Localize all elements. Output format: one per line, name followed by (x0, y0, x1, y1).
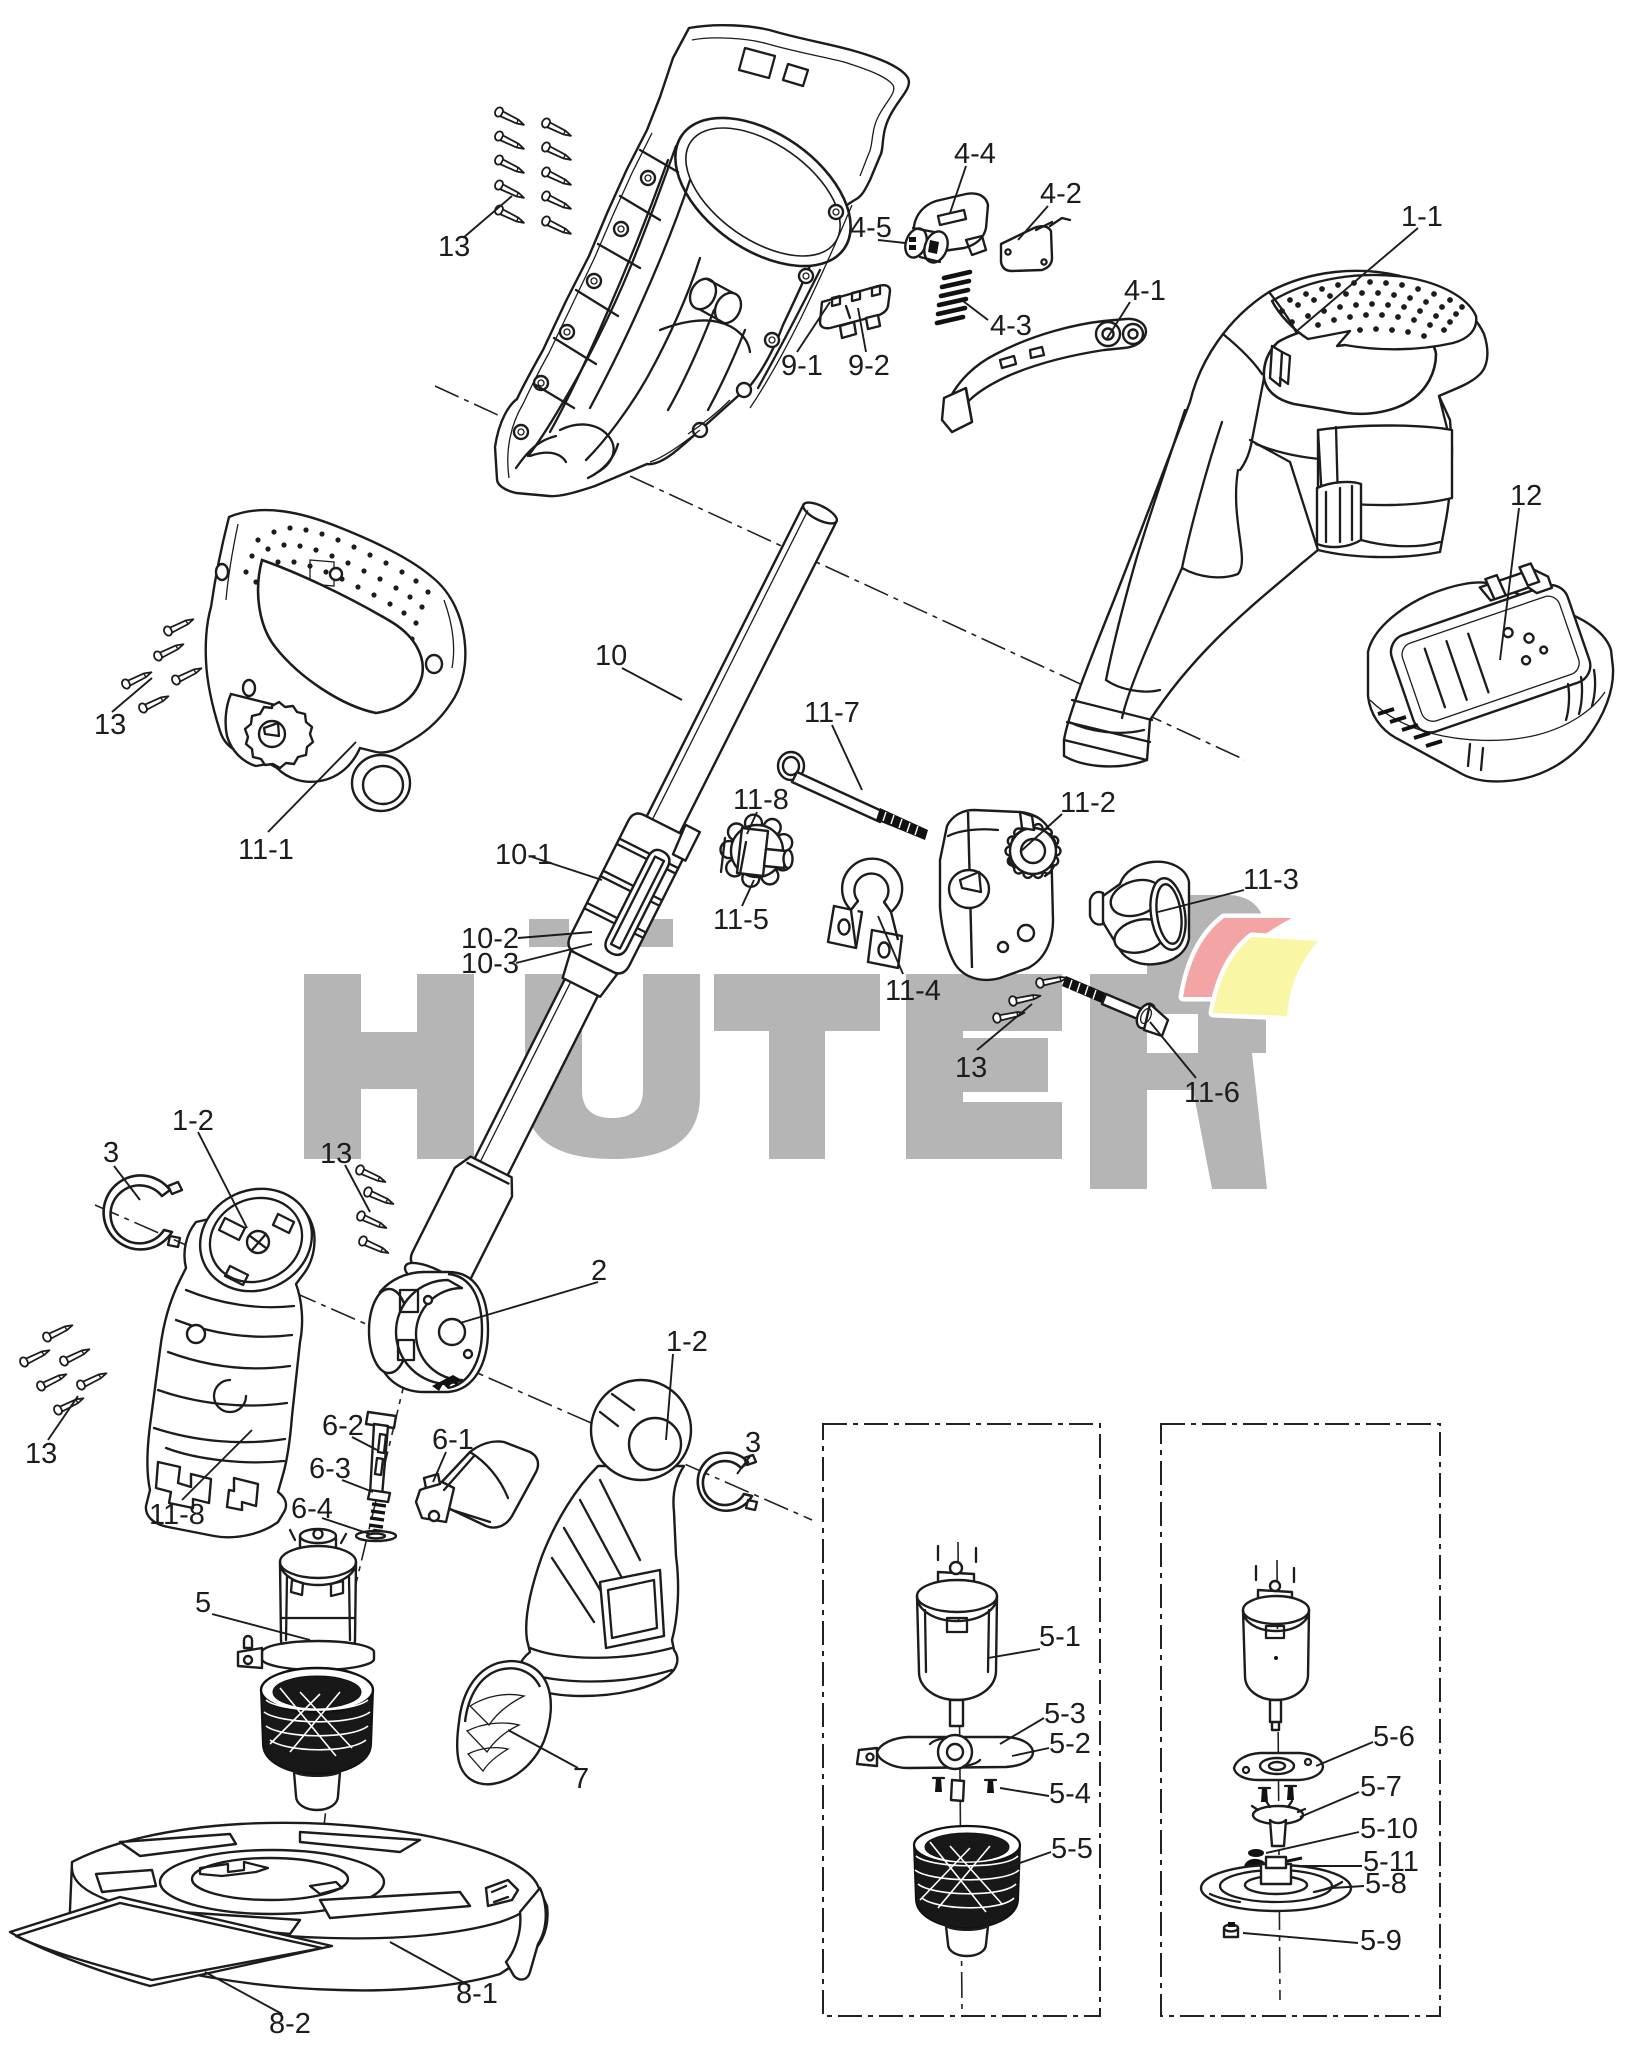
svg-text:5-6: 5-6 (1373, 1721, 1415, 1753)
svg-text:5: 5 (195, 1587, 211, 1619)
svg-text:13: 13 (955, 1052, 987, 1084)
svg-text:8-1: 8-1 (456, 1978, 498, 2010)
svg-text:13: 13 (25, 1438, 57, 1470)
svg-text:5-10: 5-10 (1360, 1813, 1418, 1845)
svg-text:5-7: 5-7 (1360, 1771, 1402, 1803)
svg-text:5-11: 5-11 (1363, 1846, 1419, 1878)
svg-text:1-2: 1-2 (666, 1326, 708, 1358)
svg-text:11-3: 11-3 (1243, 864, 1299, 896)
svg-text:9-1: 9-1 (781, 350, 823, 382)
svg-text:1-2: 1-2 (172, 1105, 214, 1137)
svg-text:10-1: 10-1 (495, 839, 553, 871)
svg-text:6-2: 6-2 (322, 1410, 364, 1442)
svg-text:5-8: 5-8 (1365, 1868, 1407, 1900)
svg-text:5-3: 5-3 (1044, 1698, 1086, 1730)
svg-text:11-1: 11-1 (238, 834, 294, 866)
svg-text:13: 13 (94, 709, 126, 741)
svg-text:11-4: 11-4 (885, 975, 941, 1007)
svg-text:11-2: 11-2 (1060, 787, 1116, 819)
svg-text:4-3: 4-3 (990, 310, 1032, 342)
svg-text:4-4: 4-4 (954, 138, 996, 170)
svg-text:8-2: 8-2 (269, 2008, 311, 2040)
svg-text:6-4: 6-4 (291, 1493, 333, 1525)
svg-text:11-5: 11-5 (713, 904, 769, 936)
svg-text:1-1: 1-1 (1401, 201, 1443, 233)
svg-text:11-8: 11-8 (733, 784, 789, 816)
svg-text:4-2: 4-2 (1040, 178, 1082, 210)
svg-text:10: 10 (595, 640, 627, 672)
svg-text:9-2: 9-2 (848, 350, 890, 382)
svg-text:11-6: 11-6 (1184, 1077, 1240, 1109)
svg-text:2: 2 (591, 1255, 607, 1287)
svg-text:7: 7 (573, 1763, 589, 1795)
svg-text:11-8: 11-8 (149, 1499, 205, 1531)
svg-text:6-1: 6-1 (432, 1424, 474, 1456)
svg-text:5-9: 5-9 (1360, 1925, 1402, 1957)
svg-text:13: 13 (320, 1138, 352, 1170)
svg-text:5-1: 5-1 (1039, 1621, 1081, 1653)
svg-text:5-4: 5-4 (1049, 1778, 1091, 1810)
svg-text:3: 3 (745, 1427, 761, 1459)
svg-text:4-1: 4-1 (1124, 275, 1166, 307)
svg-text:3: 3 (103, 1137, 119, 1169)
svg-text:4-5: 4-5 (850, 212, 892, 244)
svg-text:11-7: 11-7 (804, 697, 860, 729)
svg-text:10-2: 10-2 (461, 923, 519, 955)
svg-text:5-2: 5-2 (1049, 1728, 1091, 1760)
svg-text:12: 12 (1510, 480, 1542, 512)
svg-text:6-3: 6-3 (309, 1453, 351, 1485)
svg-text:10-3: 10-3 (461, 948, 519, 980)
svg-text:5-5: 5-5 (1051, 1833, 1093, 1865)
svg-text:13: 13 (438, 231, 470, 263)
